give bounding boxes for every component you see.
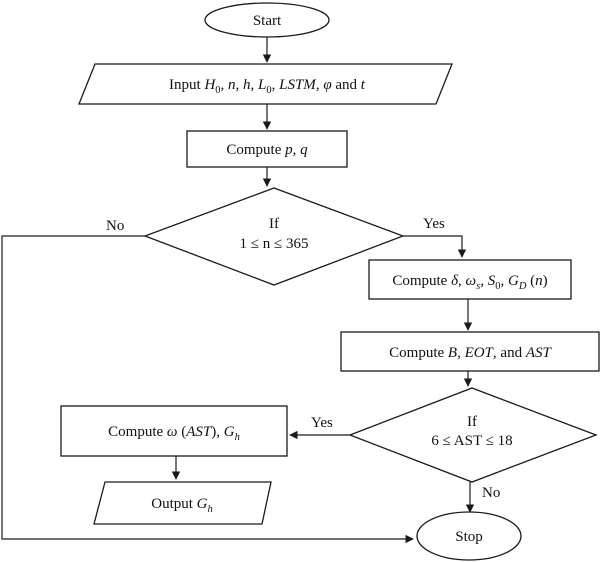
edge-decision1-no: [1, 235, 414, 544]
svg-text:Compute δ, ωs, S0, GD (n): Compute δ, ωs, S0, GD (n): [392, 273, 547, 292]
compute-delta-node: Compute δ, ωs, S0, GD (n): [368, 259, 572, 300]
svg-text:Compute ω (AST), Gh: Compute ω (AST), Gh: [108, 424, 240, 443]
svg-text:1 ≤ n ≤ 365: 1 ≤ n ≤ 365: [240, 236, 309, 252]
output-node: Output Gh: [93, 481, 272, 525]
svg-text:If: If: [269, 216, 279, 232]
svg-text:Start: Start: [253, 13, 282, 29]
svg-text:Compute p, q: Compute p, q: [226, 142, 308, 158]
decision-day-range: If 1 ≤ n ≤ 365: [143, 187, 405, 286]
svg-text:If: If: [467, 414, 477, 430]
start-terminal: Start: [204, 2, 330, 38]
decision-solar-time: If 6 ≤ AST ≤ 18: [348, 387, 598, 483]
svg-text:Compute B, EOT, and AST: Compute B, EOT, and AST: [389, 345, 552, 361]
input-text: Input H0, n, h, L0, LSTM, φ and t: [169, 77, 366, 96]
compute-pq-node: Compute p, q: [186, 130, 348, 168]
svg-text:Output Gh: Output Gh: [151, 496, 213, 515]
label-no-2: No: [482, 485, 500, 501]
compute-b-eot-ast-node: Compute B, EOT, and AST: [340, 331, 600, 372]
edge-decision1-yes: [403, 235, 467, 258]
stop-terminal: Stop: [416, 511, 522, 561]
label-yes-1: Yes: [423, 216, 445, 232]
label-yes-2: Yes: [311, 415, 333, 431]
svg-text:Stop: Stop: [455, 529, 483, 545]
label-no-1: No: [106, 218, 124, 234]
input-node: Input H0, n, h, L0, LSTM, φ and t: [78, 63, 453, 105]
svg-text:6 ≤ AST ≤ 18: 6 ≤ AST ≤ 18: [431, 433, 512, 449]
compute-omega-node: Compute ω (AST), Gh: [60, 405, 288, 457]
